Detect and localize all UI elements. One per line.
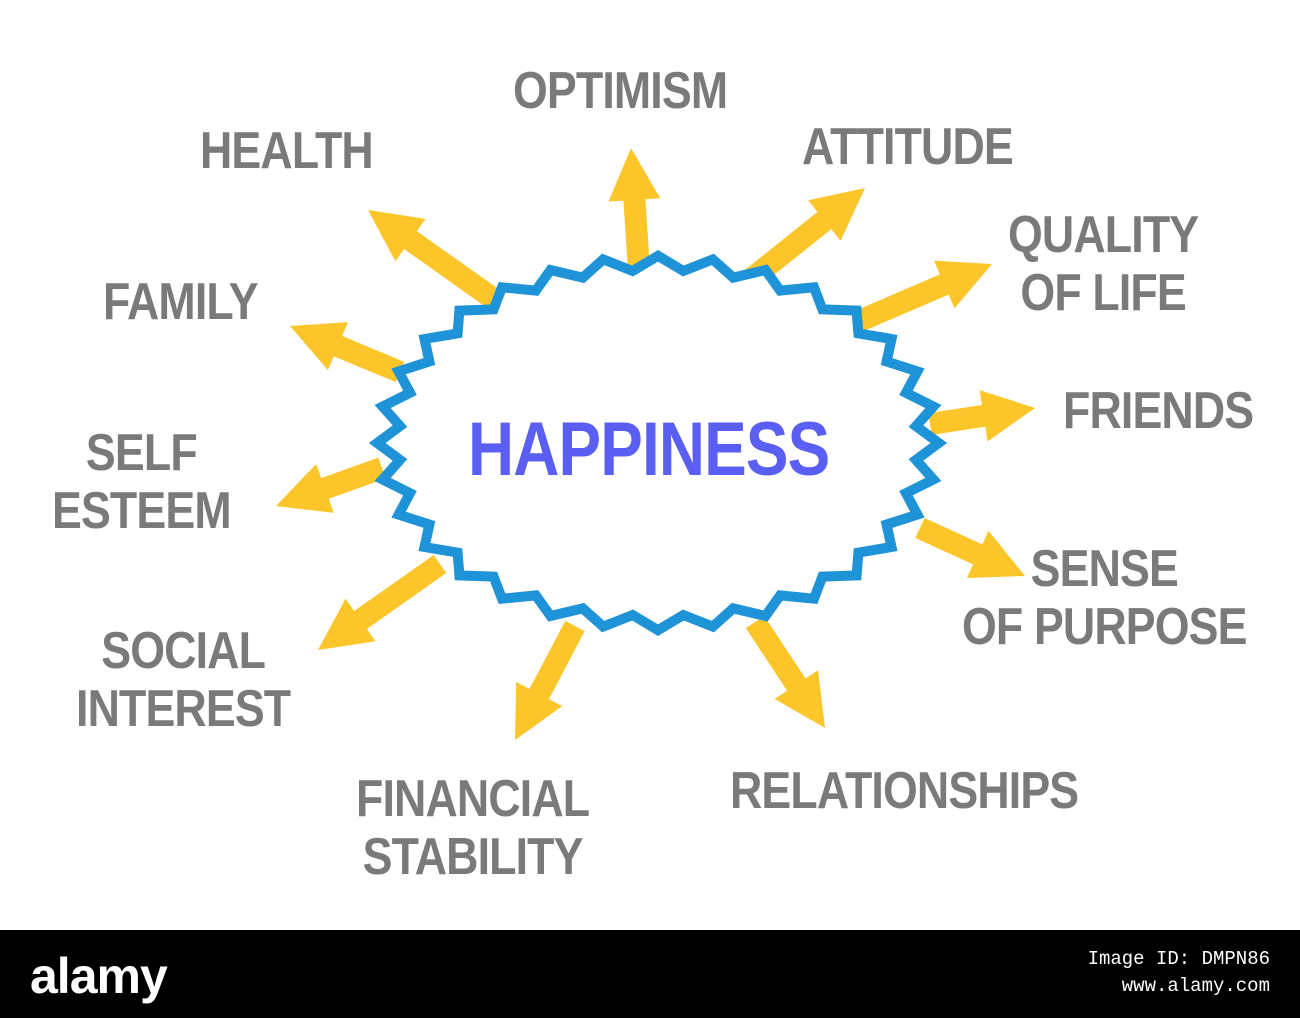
label-quality-of-life: QUALITY OF LIFE [1008, 206, 1199, 322]
arrow-attitude [738, 188, 865, 293]
label-relationships: RELATIONSHIPS [730, 762, 1079, 820]
arrow-relationships [745, 615, 825, 728]
arrow-quality-of-life [845, 260, 992, 336]
footer-bar: alamy Image ID: DMPN86 www.alamy.com [0, 930, 1300, 1018]
arrows-group [276, 148, 1035, 740]
footer-meta: Image ID: DMPN86 www.alamy.com [1088, 946, 1270, 1000]
label-attitude: ATTITUDE [802, 118, 1014, 176]
arrow-family [290, 322, 405, 383]
arrow-social-interest [318, 555, 447, 650]
label-financial-stability: FINANCIAL STABILITY [356, 770, 590, 886]
image-id-label: Image ID: DMPN86 [1087, 948, 1270, 970]
label-social-interest: SOCIAL INTEREST [76, 622, 291, 738]
label-health: HEALTH [200, 122, 374, 180]
diagram-graphics [276, 148, 1035, 740]
arrow-friends [928, 390, 1035, 442]
label-self-esteem: SELF ESTEEM [52, 424, 232, 540]
arrow-optimism [608, 148, 661, 271]
zigzag-ring [368, 249, 948, 637]
label-family: FAMILY [103, 273, 259, 331]
arrow-financial-stability [515, 620, 585, 740]
arrow-health [368, 210, 509, 314]
center-title: HAPPINESS [468, 407, 830, 492]
happiness-diagram: HAPPINESS OPTIMISM HEALTH ATTITUDE QUALI… [52, 62, 1254, 886]
label-sense-of-purpose: SENSE OF PURPOSE [962, 540, 1247, 656]
alamy-url: www.alamy.com [1121, 975, 1270, 997]
label-optimism: OPTIMISM [513, 62, 728, 120]
label-friends: FRIENDS [1063, 382, 1254, 440]
arrow-self-esteem [276, 457, 386, 513]
arrow-sense-of-purpose [915, 518, 1025, 578]
alamy-logo: alamy [30, 948, 168, 1004]
